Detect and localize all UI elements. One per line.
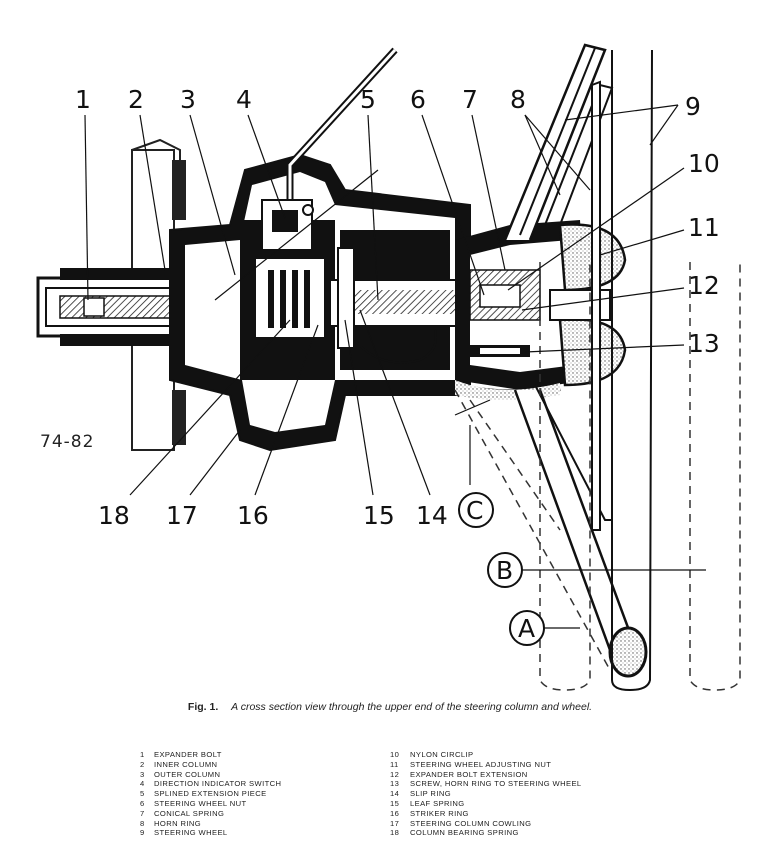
- figure-caption: Fig. 1. A cross section view through the…: [160, 700, 620, 714]
- callout-A: A: [518, 614, 535, 643]
- legend-item-number: 2: [140, 759, 145, 769]
- legend-item-label: Steering wheel: [154, 828, 228, 838]
- callout-11: 11: [688, 213, 720, 242]
- legend-item-label: Expander bolt extension: [410, 769, 528, 779]
- legend-item-number: 15: [390, 798, 400, 808]
- legend-item-number: 10: [390, 750, 400, 759]
- steering-wheel-rim: [591, 49, 653, 692]
- legend-item-number: 17: [390, 818, 400, 828]
- legend-item: 9 Steering wheel: [140, 828, 281, 838]
- callout-C: C: [466, 496, 483, 525]
- legend-item-label: Expander bolt: [154, 750, 222, 759]
- legend-item: 11 Steering wheel adjusting nut: [390, 760, 582, 770]
- leader-lines: [84, 104, 706, 629]
- legend-item-number: 16: [390, 808, 400, 818]
- callout-10: 10: [688, 149, 720, 178]
- legend-item-number: 11: [390, 759, 399, 769]
- legend-item-label: Inner column: [154, 759, 218, 769]
- legend-item: 4 Direction indicator switch: [140, 779, 281, 789]
- legend-item-label: Leaf spring: [410, 798, 465, 808]
- legend-item-label: Steering wheel nut: [154, 798, 247, 808]
- caption-text: A cross section view through the upper e…: [231, 701, 593, 713]
- callout-B: B: [496, 556, 513, 585]
- callout-5: 5: [360, 85, 376, 114]
- legend-item-label: Steering column cowling: [410, 818, 532, 828]
- direction-indicator-switch: [261, 47, 398, 251]
- callout-17: 17: [166, 501, 198, 530]
- legend-item-label: Conical spring: [154, 808, 225, 818]
- legend-item-label: Outer column: [154, 769, 221, 779]
- legend-item-number: 8: [140, 818, 145, 828]
- legend-item-number: 4: [140, 779, 145, 789]
- callout-15: 15: [363, 501, 395, 530]
- callout-18: 18: [98, 501, 130, 530]
- legend-item-label: Horn ring: [154, 818, 202, 828]
- callout-6: 6: [410, 85, 426, 114]
- legend-item-number: 12: [390, 769, 400, 779]
- callout-13: 13: [688, 329, 720, 358]
- legend-item: 10 Nylon circlip: [390, 750, 582, 760]
- callout-8: 8: [510, 85, 526, 114]
- legend-item-number: 9: [140, 828, 145, 838]
- legend-item-label: Screw, horn ring to steering wheel: [410, 779, 582, 789]
- steering-wheel-spokes: [503, 43, 648, 678]
- legend-item: 15 Leaf spring: [390, 799, 582, 809]
- callout-14: 14: [416, 501, 448, 530]
- callout-2: 2: [128, 85, 144, 114]
- legend-item-number: 13: [390, 779, 400, 789]
- legend-item-label: Nylon circlip: [410, 750, 474, 759]
- adjusted-wheel-positions: [454, 262, 741, 691]
- legend-item: 16 Striker ring: [390, 809, 582, 819]
- legend-item-label: Slip ring: [410, 789, 452, 799]
- legend-item: 6 Steering wheel nut: [140, 799, 281, 809]
- striker-ring: [254, 257, 326, 339]
- callout-labels: 1 2 3 4 5 6 7 8 9 10 11 12 13 18 17 16 1…: [75, 85, 720, 646]
- legend-item-label: Steering wheel adjusting nut: [410, 759, 552, 769]
- legend-item: 18 Column bearing spring: [390, 828, 582, 838]
- callout-7: 7: [462, 85, 478, 114]
- steering-wheel-hub: [455, 220, 590, 390]
- legend-item: 12 Expander bolt extension: [390, 770, 582, 780]
- legend-item: 14 Slip ring: [390, 789, 582, 799]
- legend-item-label: Splined extension piece: [154, 789, 267, 799]
- legend-item-label: Striker ring: [410, 808, 469, 818]
- parts-legend-left: 1 Expander bolt 2 Inner column 3 Outer column…: [140, 750, 281, 838]
- steering-column-cross-section-diagram: 1 2 3 4 5 6 7 8 9 10 11 12 13 18 17 16 1…: [36, 43, 741, 692]
- legend-item: 2 Inner column: [140, 760, 281, 770]
- legend-item-number: 1: [140, 750, 145, 759]
- callout-4: 4: [236, 85, 252, 114]
- parts-legend-right: 10 Nylon circlip 11 Steering wheel adjustin…: [390, 750, 582, 838]
- legend-item-number: 6: [140, 798, 145, 808]
- callout-1: 1: [75, 85, 91, 114]
- callout-12: 12: [688, 271, 720, 300]
- callout-16: 16: [237, 501, 269, 530]
- legend-item-number: 18: [390, 828, 400, 838]
- legend-item-label: Column bearing spring: [410, 828, 519, 838]
- legend-item: 3 Outer column: [140, 770, 281, 780]
- caption-label: Fig. 1.: [187, 701, 219, 713]
- legend-item: 8 Horn ring: [140, 819, 281, 829]
- legend-item-number: 5: [140, 789, 145, 799]
- callout-3: 3: [180, 85, 196, 114]
- legend-item: 5 Splined extension piece: [140, 789, 281, 799]
- legend-item-number: 7: [140, 808, 145, 818]
- figure-reference-number: 74-82: [40, 432, 95, 452]
- legend-item: 13 Screw, horn ring to steering wheel: [390, 779, 582, 789]
- legend-item-number: 14: [390, 789, 400, 799]
- legend-item: 7 Conical spring: [140, 809, 281, 819]
- legend-item: 1 Expander bolt: [140, 750, 281, 760]
- legend-item-number: 3: [140, 769, 145, 779]
- callout-9: 9: [685, 92, 701, 121]
- legend-item: 17 Steering column cowling: [390, 819, 582, 829]
- legend-item-label: Direction indicator switch: [154, 779, 282, 789]
